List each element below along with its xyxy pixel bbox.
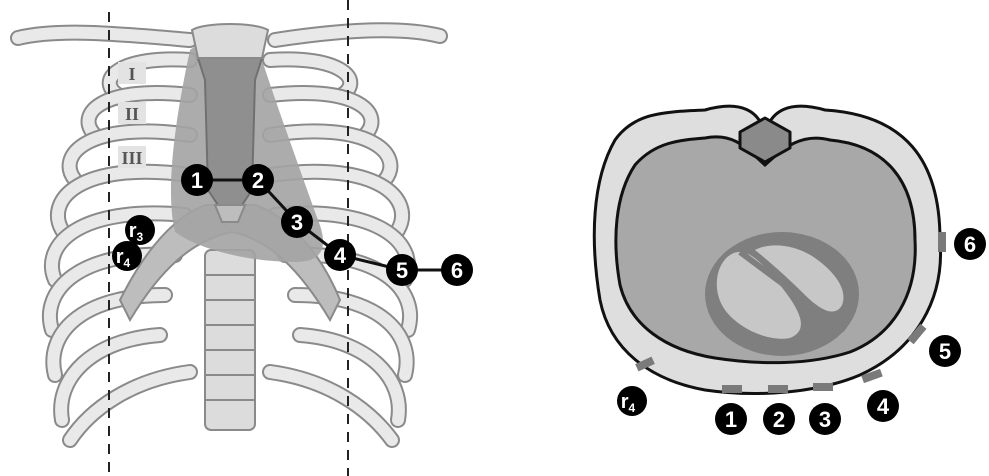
pad-2 — [768, 385, 788, 393]
svg-text:3: 3 — [291, 210, 303, 235]
svg-text:1: 1 — [191, 168, 203, 193]
svg-text:6: 6 — [964, 232, 976, 257]
chest-electrode-1: 1 — [181, 164, 213, 196]
svg-text:6: 6 — [451, 258, 463, 283]
chest-electrode-2: 2 — [242, 164, 274, 196]
rib-label-i: I — [128, 64, 135, 84]
svg-text:3: 3 — [819, 407, 831, 432]
rib-number-labels: I II III — [118, 62, 146, 168]
pad-1 — [722, 385, 742, 393]
chest-electrode-6: 6 — [441, 254, 473, 286]
chest-electrode-r3: r3 — [125, 215, 155, 245]
svg-text:5: 5 — [396, 258, 408, 283]
section-electrode-1: 1 — [715, 403, 747, 435]
section-electrode-4: 4 — [867, 390, 899, 422]
rib-cage-illustration — [18, 24, 440, 440]
spine — [205, 250, 255, 430]
rib-label-iii: III — [121, 148, 142, 168]
section-electrode-6: 6 — [954, 228, 986, 260]
svg-text:1: 1 — [725, 407, 737, 432]
section-electrode-5: 5 — [929, 335, 961, 367]
svg-text:2: 2 — [773, 407, 785, 432]
svg-text:5: 5 — [939, 339, 951, 364]
chest-electrode-5: 5 — [386, 254, 418, 286]
chest-electrode-3: 3 — [281, 206, 313, 238]
rib-label-ii: II — [125, 104, 139, 124]
svg-text:4: 4 — [334, 243, 347, 268]
transverse-section-illustration — [594, 106, 940, 393]
section-electrode-2: 2 — [763, 403, 795, 435]
section-electrode-3: 3 — [809, 403, 841, 435]
pad-6 — [938, 232, 946, 252]
chest-electrode-r4: r4 — [112, 241, 142, 271]
section-electrode-r4: r4 — [617, 386, 647, 416]
pad-3 — [813, 383, 833, 391]
svg-text:4: 4 — [877, 394, 890, 419]
chest-electrode-4: 4 — [324, 239, 356, 271]
svg-text:2: 2 — [252, 168, 264, 193]
